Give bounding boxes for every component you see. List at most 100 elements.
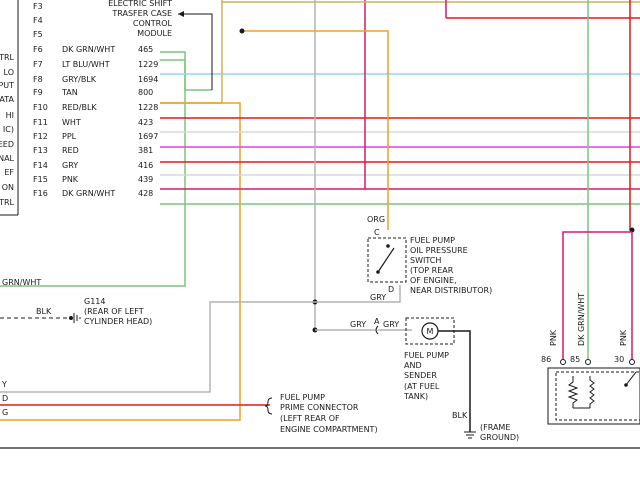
pump-line-1: FUEL PUMP [404, 351, 449, 360]
edge-label-3: ATA [0, 95, 15, 104]
prime-line-3: (LEFT REAR OF [280, 414, 340, 423]
relay-switch-blade [625, 371, 637, 386]
oil-pressure-switch: ORG C D GRY FUEL PUMP OIL PRESSURE SWITC… [367, 215, 492, 302]
pin-color: DK GRN/WHT [62, 189, 115, 198]
g114-line-1: G114 [84, 297, 105, 306]
switch-line-6: NEAR DISTRIBUTOR) [410, 286, 492, 295]
ground-symbol [73, 313, 81, 323]
edge-label-1: LO [4, 68, 14, 77]
pin-circuit: 381 [138, 146, 153, 155]
pin-circuit: 1229 [138, 60, 158, 69]
pump-line-5: TANK) [403, 392, 428, 401]
wire-orange-to-switch [240, 30, 389, 230]
switch-line-1: FUEL PUMP [410, 236, 455, 245]
pin-color: PPL [62, 132, 77, 141]
pump-motor-symbol: M [427, 327, 434, 336]
switch-wire-out: GRY [370, 293, 386, 302]
prime-line-2: PRIME CONNECTOR [280, 403, 359, 412]
relay-pin-85: 85 [570, 355, 580, 364]
connector-box [0, 0, 19, 216]
relay-terminal-85 [585, 359, 591, 365]
switch-blade [377, 247, 395, 273]
prime-connector: FUEL PUMP PRIME CONNECTOR (LEFT REAR OF … [264, 393, 378, 434]
wire-f7-dk-grn-wht-left [0, 59, 186, 287]
pin-pin: F11 [33, 118, 48, 127]
pump-line-4: (AT FUEL [404, 382, 440, 391]
relay-pin-30: 30 [614, 355, 624, 364]
edge-label-4: HI [6, 111, 14, 120]
g114-line-2: (REAR OF LEFT [84, 307, 144, 316]
pump-line-3: SENDER [404, 371, 437, 380]
tcm-line-3: CONTROL [133, 19, 173, 28]
switch-pin-d: D [388, 285, 394, 294]
pump-wire-in-right: GRY [383, 320, 399, 329]
ground-dot [69, 316, 73, 320]
pin-pin: F12 [33, 132, 48, 141]
pin-pin: F16 [33, 189, 48, 198]
switch-line-5: OF ENGINE, [410, 276, 457, 285]
wire-f10-orange [0, 102, 241, 421]
tcm-line-1: ELECTRIC SHIFT [108, 0, 172, 8]
edge-label-5: IC) [3, 125, 14, 134]
pin-circuit: 416 [138, 161, 153, 170]
pin-color: WHT [62, 118, 81, 127]
lower-wires [0, 231, 633, 406]
pin-color: RED [62, 146, 79, 155]
tcm-module-label: ELECTRIC SHIFT TRASFER CASE CONTROL MODU… [108, 0, 213, 90]
relay-coil-winding [589, 376, 595, 408]
pin-color: RED/BLK [62, 103, 97, 112]
tcm-line-4: MODULE [137, 29, 172, 38]
pump-connector-symbol [375, 325, 379, 335]
g114-line-3: CYLINDER HEAD) [84, 317, 152, 326]
switch-line-4: (TOP REAR [410, 266, 454, 275]
splice-orange [239, 28, 245, 34]
tcm-arrow [178, 11, 184, 17]
prime-line-1: FUEL PUMP [280, 393, 325, 402]
switch-contact-top [386, 244, 390, 248]
relay: PNK DK GRN/WHT PNK 86 85 30 [541, 293, 640, 425]
pump-pin-a: A [374, 317, 380, 326]
pin-circuit: 800 [138, 88, 153, 97]
harness-wires [0, 0, 640, 421]
prime-line-4: ENGINE COMPARTMENT) [280, 425, 378, 434]
pin-pin: F9 [33, 88, 43, 97]
switch-pin-c: C [374, 228, 380, 237]
edge-label-7: NAL [0, 154, 15, 163]
pin-color: PNK [62, 175, 79, 184]
edge-label-10: TRL [0, 198, 15, 207]
pin-color: TAN [61, 88, 78, 97]
pin-pin: F10 [33, 103, 48, 112]
pump-line-2: AND [404, 361, 422, 370]
left-bottom-letters: Y D G [1, 380, 8, 417]
relay-body [547, 367, 640, 425]
pin-circuit: 428 [138, 189, 153, 198]
edge-label-6: EED [0, 140, 14, 149]
tcm-line-2: TRASFER CASE [111, 9, 172, 18]
edge-label-2: PUT [0, 81, 14, 90]
pin-pin: F6 [33, 45, 43, 54]
frame-ground-line-2: GROUND) [480, 433, 519, 442]
pin-pin: F3 [33, 2, 43, 11]
pump-wire-in: GRY [350, 320, 366, 329]
pin-circuit: 1697 [138, 132, 158, 141]
switch-contact-bottom [376, 270, 380, 274]
switch-body [367, 237, 407, 283]
pin-circuit: 439 [138, 175, 153, 184]
relay-pin-86: 86 [541, 355, 551, 364]
relay-terminal-86 [560, 359, 566, 365]
edge-label-8: EF [4, 168, 14, 177]
frame-ground-wire: BLK [452, 411, 468, 420]
tcm-bracket [178, 13, 213, 90]
wire-pink-relay-86 [562, 231, 632, 360]
pin-color: GRY [62, 161, 78, 170]
left-letter-g: G [2, 408, 8, 417]
wire-gray-to-switch-d [0, 285, 401, 393]
relay-switch-contact [624, 383, 628, 387]
pin-pin: F5 [33, 30, 43, 39]
fuel-pump-sender: GRY A GRY M FUEL PUMP AND SENDER (AT FUE… [350, 317, 519, 442]
pin-circuit: 1694 [138, 75, 158, 84]
pump-ground-wire [438, 330, 471, 432]
